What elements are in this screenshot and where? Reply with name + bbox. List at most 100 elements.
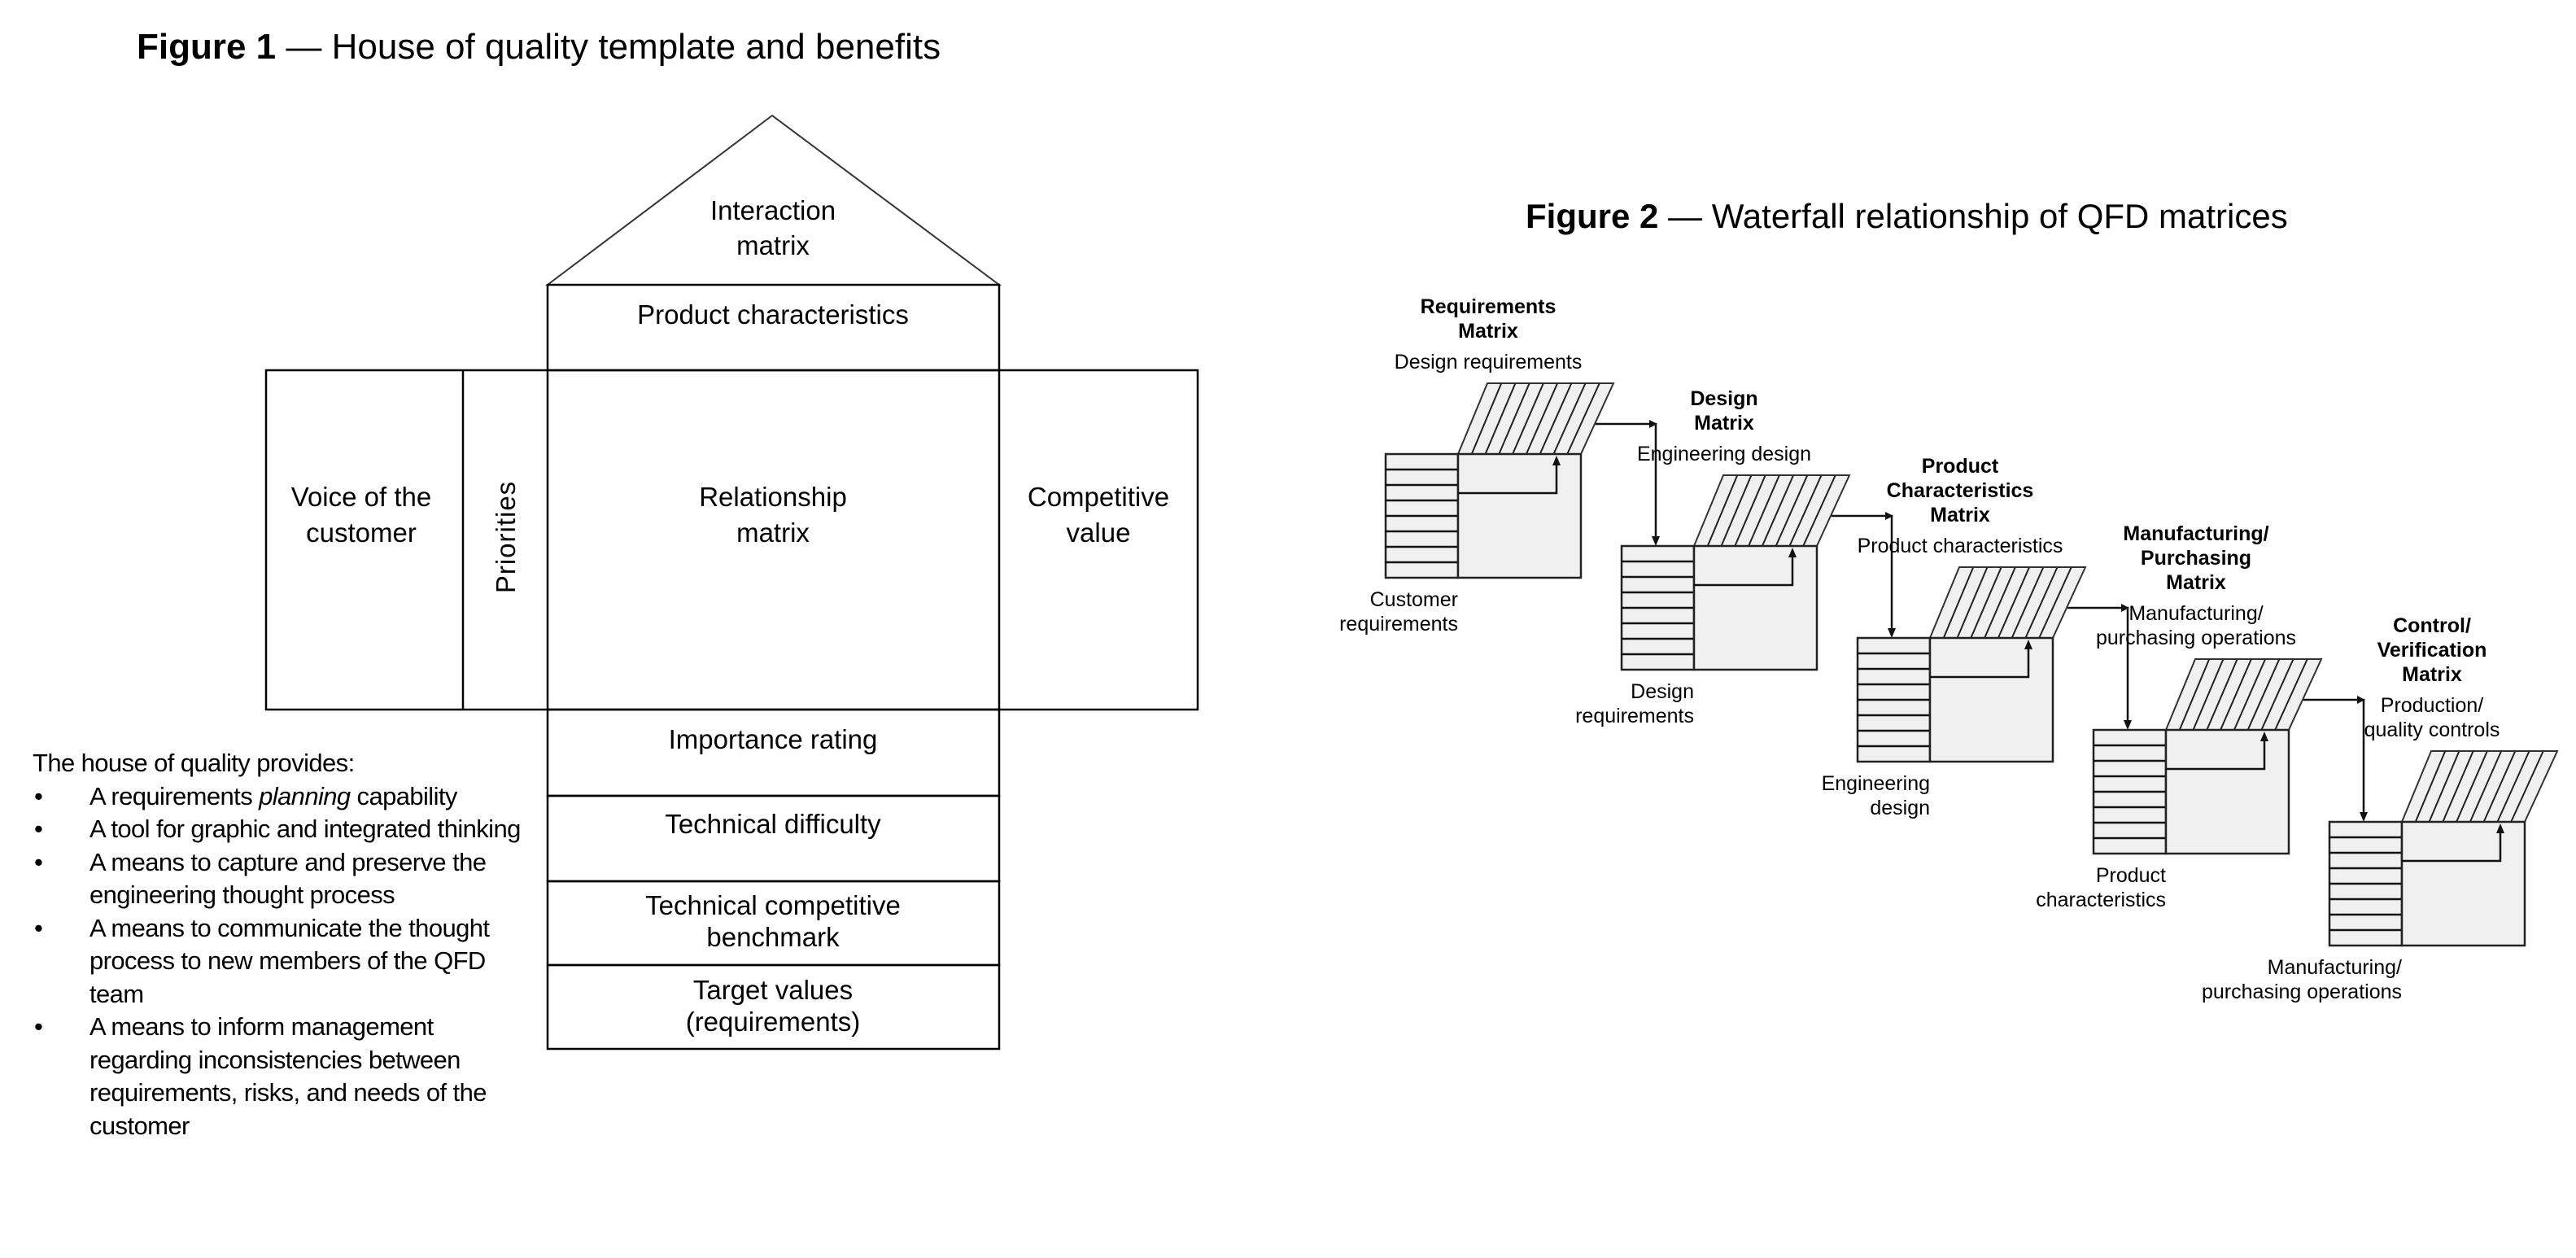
inner-flow-arrow (1930, 644, 2030, 679)
benefit-text-continued: capability (350, 781, 458, 810)
inner-flow-arrow (2402, 828, 2502, 863)
arrowhead-icon (2260, 732, 2268, 741)
hatch-line (2011, 566, 2045, 639)
hatch-line (1720, 474, 1753, 547)
figure2-title: Figure 2 — Waterfall relationship of QFD… (1526, 197, 2288, 235)
matrix-body (2164, 728, 2290, 855)
matrix-name: Matrix (2166, 571, 2226, 594)
connector-arrow (2303, 698, 2365, 817)
hatch-line (1942, 566, 1975, 639)
benefit-item: A means to inform management regarding i… (33, 1011, 537, 1142)
benefits-items: A requirements planning capability A tool… (33, 780, 537, 1143)
hatch-line (2496, 750, 2530, 823)
competitive-value-line2: value (1067, 518, 1131, 548)
matrix-column-label: Product characteristics (1858, 535, 2063, 557)
hatch-line (1552, 382, 1587, 455)
hatch-line (1802, 474, 1836, 547)
matrix-5: Control/VerificationMatrixProduction/qua… (2202, 614, 2559, 1003)
matrix-body (1928, 636, 2054, 763)
hatch-line (1984, 566, 2016, 639)
matrix-name: Verification (2377, 639, 2487, 662)
benefit-text: A requirements (90, 781, 260, 810)
voice-of-customer-line2: customer (306, 518, 417, 548)
hatch-line (1788, 474, 1823, 547)
benefit-text: A means to inform management regarding i… (90, 1012, 487, 1140)
product-characteristics-label: Product characteristics (637, 299, 909, 330)
hatch-line (2220, 658, 2252, 731)
hatch-line (2192, 658, 2225, 731)
matrix-column-label: purchasing operations (2096, 627, 2296, 649)
arrowhead-icon (2357, 696, 2365, 704)
hatch-line (1512, 382, 1544, 455)
matrix-row-label: purchasing operations (2202, 981, 2402, 1003)
relationship-matrix-line1: Relationship (699, 482, 847, 512)
house-of-quality (264, 114, 1199, 1051)
roof-label-line1: Interaction (710, 195, 836, 225)
hatch-line (2233, 658, 2267, 731)
benefit-text: A tool for graphic and integrated thinki… (90, 815, 521, 843)
hatch-line (1566, 382, 1600, 455)
competitive-value-line1: Competitive (1028, 482, 1169, 512)
arrowhead-icon (1652, 536, 1660, 546)
hatch-line (1525, 382, 1559, 455)
hatch-line (1484, 382, 1517, 455)
arrowhead-icon (1788, 548, 1797, 557)
figure1-title: Figure 1 — House of quality template and… (137, 27, 941, 67)
matrix-column-label: Engineering design (1637, 443, 1811, 465)
benefits-list: The house of quality provides: A require… (33, 747, 537, 1142)
priorities-label: Priorities (491, 481, 521, 593)
hatch-line (1539, 382, 1573, 455)
hatch-line (2260, 658, 2294, 731)
hatch-line (2442, 750, 2474, 823)
hatch-line (2482, 750, 2517, 823)
figure2-title-rest: — Waterfall relationship of QFD matrices (1658, 197, 2287, 235)
hatch-line (1706, 474, 1739, 547)
hatch-line (2428, 750, 2460, 823)
voice-of-customer-line1: Voice of the (291, 482, 431, 512)
benefit-item: A means to capture and preserve the engi… (33, 846, 537, 912)
matrix-name: Manufacturing/ (2123, 522, 2268, 545)
benefit-emphasis: planning (259, 781, 351, 810)
hatch-line (2178, 658, 2211, 731)
hatch-line (2246, 658, 2281, 731)
matrix-body (1692, 544, 1818, 671)
matrix-header-hatch (1928, 566, 2087, 639)
hatch-line (2038, 566, 2072, 639)
matrix-name: Matrix (1694, 412, 1754, 435)
hatch-line (2206, 658, 2238, 731)
matrix-header-hatch (1456, 382, 1615, 455)
roof-label-line2: matrix (736, 230, 810, 260)
hatch-line (2274, 658, 2308, 731)
matrix-header-hatch (1692, 474, 1851, 547)
matrix-row-label: characteristics (2036, 889, 2166, 911)
matrix-name: Product (1922, 455, 1999, 478)
arrowhead-icon (1888, 628, 1896, 638)
arrowhead-icon (2496, 823, 2504, 833)
matrix-name: Matrix (1458, 320, 1518, 343)
arrowhead-icon (1885, 512, 1893, 520)
benefit-item: A tool for graphic and integrated thinki… (33, 813, 537, 846)
matrix-row-label: Manufacturing/ (2268, 956, 2402, 979)
benefit-text: A means to communicate the thought proce… (90, 913, 490, 1008)
hatch-line (2414, 750, 2447, 823)
technical-competitive-line1: Technical competitive (645, 890, 901, 920)
inner-flow-arrow (1694, 553, 1794, 587)
matrix-row-label: design (1870, 797, 1930, 819)
hatch-line (1498, 382, 1530, 455)
hatch-line (2024, 566, 2059, 639)
arrowhead-icon (2121, 604, 2129, 612)
matrix-row-label: Engineering (1822, 772, 1930, 795)
hatch-line (1956, 566, 1989, 639)
hatch-line (1748, 474, 1780, 547)
figure2-title-bold: Figure 2 (1526, 197, 1658, 235)
hatch-line (2469, 750, 2503, 823)
hatch-line (1734, 474, 1766, 547)
matrix-name: Matrix (1930, 504, 1990, 526)
relationship-matrix-line2: matrix (736, 518, 810, 548)
matrix-row-label: Product (2096, 864, 2166, 887)
hatch-line (2456, 750, 2488, 823)
matrix-column-label: Production/ (2381, 694, 2484, 717)
figure1-title-bold: Figure 1 (137, 27, 276, 67)
